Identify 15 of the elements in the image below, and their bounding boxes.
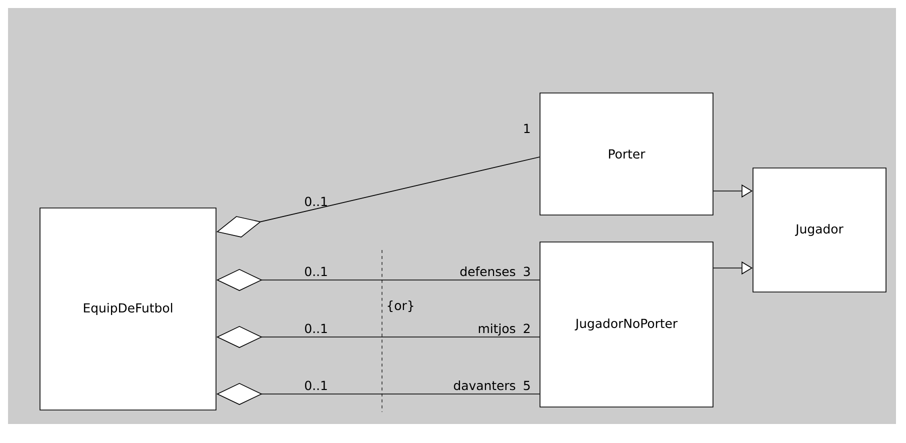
multiplicity-label: 0..1	[305, 380, 327, 390]
role-name-label: davanters	[454, 380, 516, 390]
class-box: EquipDeFutbol	[40, 208, 216, 410]
multiplicity-label: 2	[524, 324, 530, 333]
role-name-label: defenses	[460, 266, 516, 276]
class-box: Jugador	[752, 168, 886, 292]
role-name-label: mitjos	[478, 324, 516, 336]
multiplicity-label: 5	[524, 380, 530, 390]
class-box: JugadorNoPorter	[540, 242, 714, 408]
constraint-label: {or}	[388, 300, 414, 312]
class-box: Porter	[540, 92, 714, 216]
multiplicity-label: 0..1	[305, 324, 327, 334]
multiplicity-label: 0..1	[305, 196, 327, 206]
multiplicity-label: 3	[524, 266, 530, 276]
multiplicity-label: 0..1	[305, 266, 327, 276]
